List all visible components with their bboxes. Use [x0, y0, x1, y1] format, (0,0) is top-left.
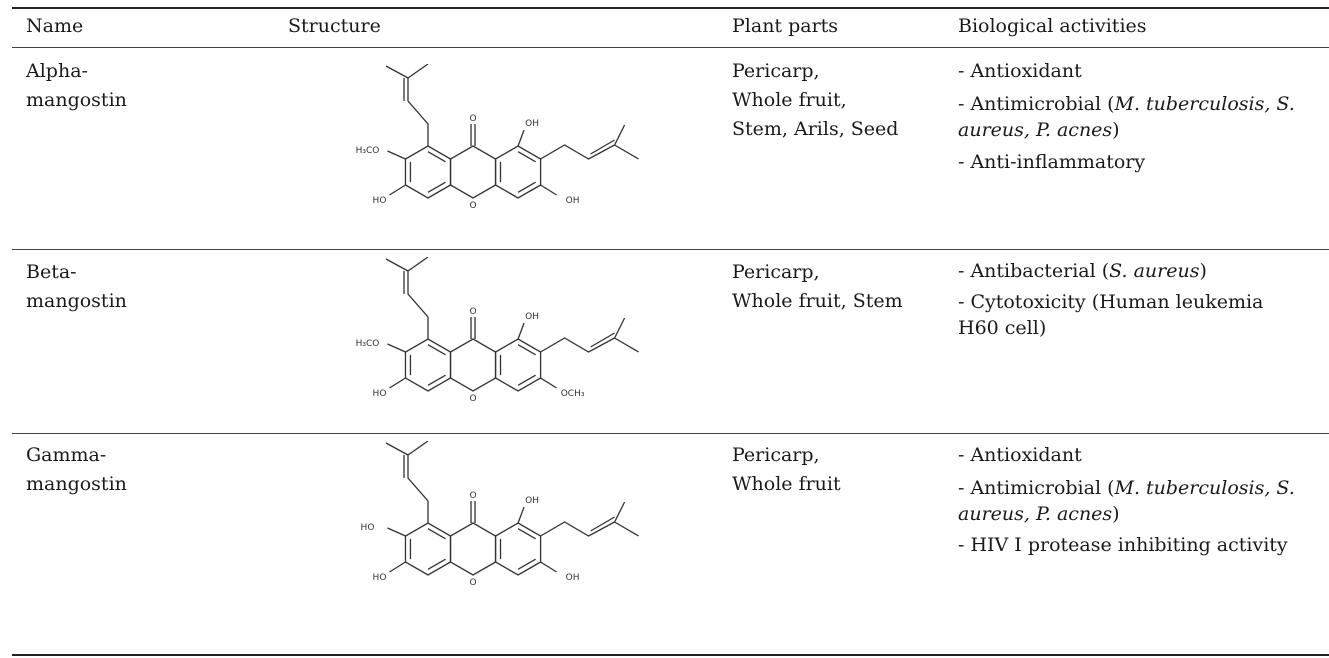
- substituent-label-top-left: H₃CO: [356, 339, 380, 349]
- activity-prefix: - Antimicrobial (: [958, 477, 1115, 499]
- header-rule: [12, 47, 1329, 48]
- carbonyl-oxygen-label: O: [469, 307, 476, 317]
- activity: - Antimicrobial (M. tuberculosis, S. aur…: [958, 91, 1308, 143]
- activity-organisms: M. tuberculosis, S. aureus, P. acnes: [958, 477, 1295, 525]
- activity-suffix: ): [1199, 260, 1207, 282]
- activity: - Antioxidant: [958, 60, 1082, 82]
- activity: - Antimicrobial (M. tuberculosis, S. aur…: [958, 475, 1308, 527]
- compound-name: Gamma-mangostin: [26, 444, 127, 495]
- carbonyl-oxygen-label: O: [469, 491, 476, 501]
- activity: - HIV I protease inhibiting activity: [958, 534, 1288, 556]
- activity-organisms: M. tuberculosis, S. aureus, P. acnes: [958, 93, 1295, 141]
- ring-oxygen-label: O: [469, 578, 476, 588]
- activity-prefix: - Antimicrobial (: [958, 93, 1115, 115]
- activity-prefix: - Antibacterial (: [958, 260, 1110, 282]
- substituent-label-top-left: HO: [361, 523, 375, 533]
- substituent-label-bottom-left: HO: [373, 196, 387, 206]
- compound-name: Beta-mangostin: [26, 261, 127, 312]
- plant-parts: Pericarp, Whole fruit: [732, 441, 841, 499]
- activity-suffix: ): [1112, 503, 1120, 525]
- activity: - Antibacterial (S. aureus): [958, 258, 1308, 284]
- biological-activities: - Antibacterial (S. aureus) - Cytotoxici…: [958, 258, 1308, 346]
- header-plant-parts: Plant parts: [732, 15, 839, 37]
- substituent-label-bottom-left: HO: [373, 573, 387, 583]
- plant-part: Whole fruit: [732, 473, 841, 495]
- substituent-label-bottom-right: OH: [566, 196, 580, 206]
- ring-oxygen-label: O: [469, 201, 476, 211]
- activity: - Antioxidant: [958, 444, 1082, 466]
- chemical-structure-beta: O O H₃CO HO OH OCH₃: [350, 257, 690, 432]
- plant-part: Whole fruit, Stem: [732, 290, 903, 312]
- biological-activities: - Antioxidant - Antimicrobial (M. tuberc…: [958, 441, 1308, 563]
- table-bottom-rule: [12, 654, 1329, 656]
- substituent-label-top-left: H₃CO: [356, 146, 380, 156]
- hydroxyl-top-label: OH: [525, 312, 539, 322]
- compound-name: Alpha-mangostin: [26, 60, 127, 111]
- chemical-structure-alpha: O O H₃CO HO OH OH: [350, 64, 690, 239]
- plant-part: Pericarp,: [732, 60, 820, 82]
- activity-suffix: ): [1112, 119, 1120, 141]
- plant-parts: Pericarp, Whole fruit, Stem, Arils, Seed: [732, 57, 898, 144]
- chemical-structure-gamma: O O HO HO OH OH: [350, 441, 690, 616]
- header-name: Name: [26, 15, 84, 37]
- activity-organisms: S. aureus: [1109, 260, 1200, 282]
- plant-part: Stem, Arils, Seed: [732, 118, 899, 140]
- plant-part: Pericarp,: [732, 444, 820, 466]
- substituent-label-bottom-left: HO: [373, 389, 387, 399]
- substituent-label-bottom-right: OH: [566, 573, 580, 583]
- hydroxyl-top-label: OH: [525, 119, 539, 129]
- plant-part: Pericarp,: [732, 261, 820, 283]
- activity: - Cytotoxicity (Human leukemia H60 cell): [958, 291, 1264, 339]
- activity: - Anti-inflammatory: [958, 151, 1146, 173]
- row-divider: [12, 249, 1329, 250]
- plant-part: Whole fruit,: [732, 89, 847, 111]
- carbonyl-oxygen-label: O: [469, 114, 476, 124]
- hydroxyl-top-label: OH: [525, 496, 539, 506]
- table-top-rule: [12, 7, 1329, 9]
- ring-oxygen-label: O: [469, 394, 476, 404]
- header-structure: Structure: [288, 15, 381, 37]
- substituent-label-bottom-right: OCH₃: [561, 389, 585, 399]
- plant-parts: Pericarp, Whole fruit, Stem: [732, 258, 903, 316]
- row-divider: [12, 433, 1329, 434]
- header-biological-activities: Biological activities: [958, 15, 1147, 37]
- biological-activities: - Antioxidant - Antimicrobial (M. tuberc…: [958, 57, 1308, 182]
